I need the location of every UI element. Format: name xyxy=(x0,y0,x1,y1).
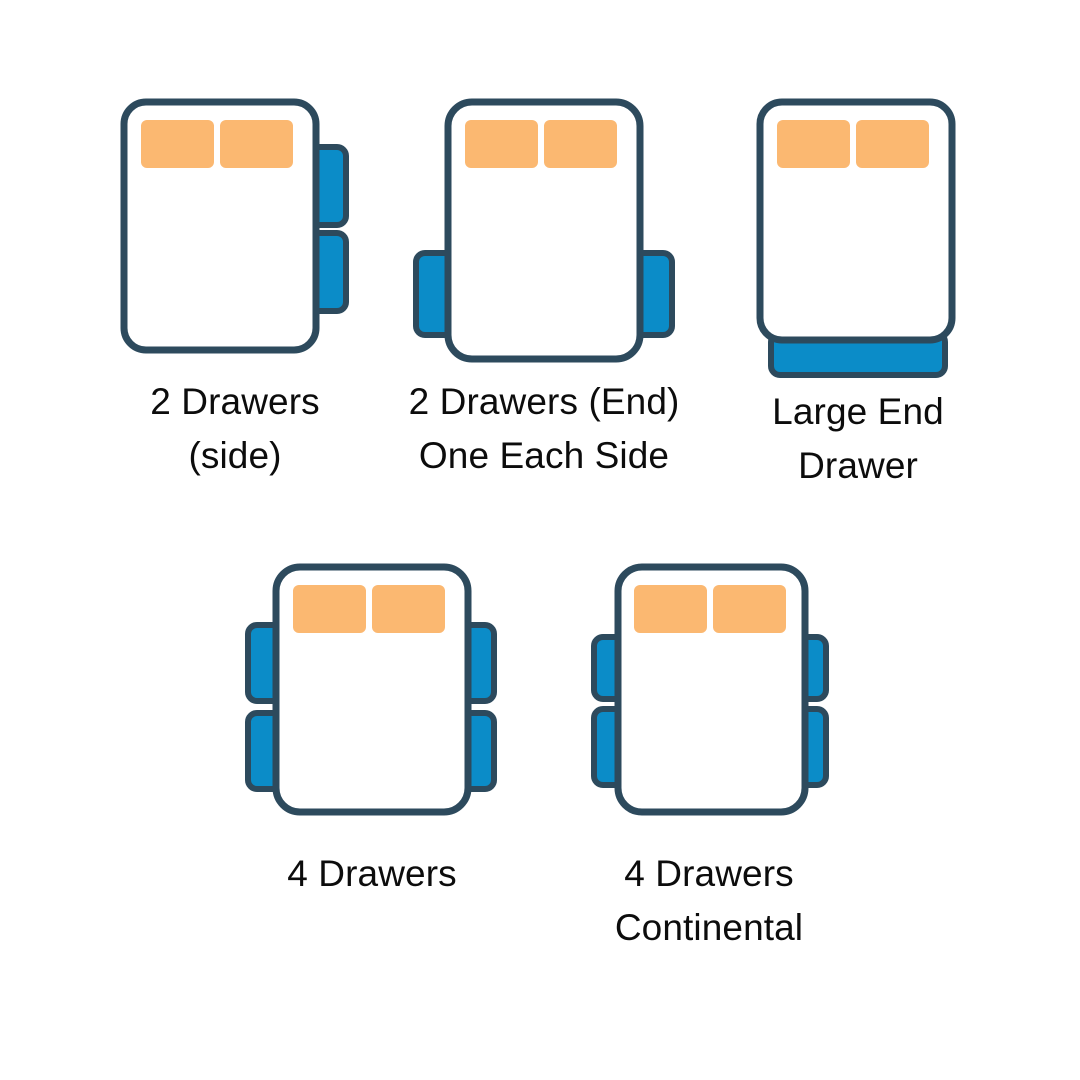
pillow-left xyxy=(141,120,214,168)
bed-option-caption: 2 Drawers (side) xyxy=(150,381,320,477)
bed-option-caption: 4 Drawers Continental xyxy=(614,853,804,949)
pillow-right xyxy=(713,585,786,633)
bed-diagram-two-drawers-end xyxy=(413,98,675,363)
bed-diagram-two-drawers-side xyxy=(120,98,349,354)
bed-option-caption: 4 Drawers xyxy=(287,853,457,894)
bed-diagram-large-end-drawer xyxy=(756,98,956,378)
pillow-right xyxy=(544,120,617,168)
bed-option-four-drawers-continental[interactable]: 4 Drawers Continental xyxy=(578,555,840,948)
pillow-right xyxy=(220,120,293,168)
pillow-left xyxy=(777,120,850,168)
bed-diagram-four-drawers xyxy=(245,563,497,816)
bed-option-four-drawers[interactable]: 4 Drawers xyxy=(243,555,501,894)
pillow-left xyxy=(465,120,538,168)
pillow-right xyxy=(856,120,929,168)
bed-option-large-end-drawer[interactable]: Large End Drawer xyxy=(752,85,964,486)
bed-diagram-four-drawers-continental xyxy=(591,563,829,816)
bed-option-caption: Large End Drawer xyxy=(772,391,944,487)
bed-option-two-drawers-side[interactable]: 2 Drawers (side) xyxy=(110,85,360,476)
bed-option-two-drawers-end[interactable]: 2 Drawers (End) One Each Side xyxy=(408,85,680,476)
bed-option-caption: 2 Drawers (End) One Each Side xyxy=(408,381,680,477)
pillow-right xyxy=(372,585,445,633)
pillow-left xyxy=(293,585,366,633)
pillow-left xyxy=(634,585,707,633)
